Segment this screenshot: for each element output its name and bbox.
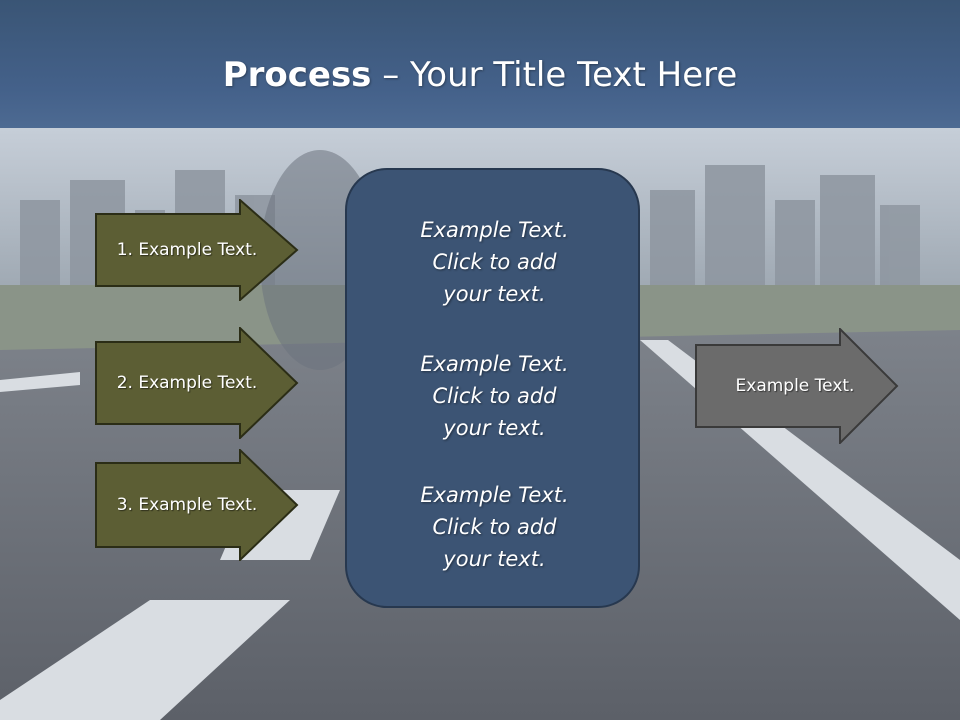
center-text-block-2[interactable]: Example Text. Click to add your text.	[347, 348, 642, 444]
step-arrow-shape	[95, 449, 299, 561]
step-label: 2. Example Text.	[116, 373, 258, 393]
slide-title[interactable]: Process – Your Title Text Here	[0, 52, 960, 98]
step-arrow-3[interactable]: 3. Example Text.	[95, 449, 299, 561]
step-arrow-2[interactable]: 2. Example Text.	[95, 327, 299, 439]
center-text-line: Example Text.	[420, 483, 569, 507]
result-label: Example Text.	[735, 376, 855, 396]
step-arrow-shape	[95, 327, 299, 439]
step-label: 1. Example Text.	[116, 240, 258, 260]
step-label: 3. Example Text.	[116, 495, 258, 515]
center-text-block-1[interactable]: Example Text. Click to add your text.	[347, 214, 642, 310]
center-text-line: your text.	[443, 282, 546, 306]
step-arrow-1[interactable]: 1. Example Text.	[95, 199, 299, 301]
center-text-block-3[interactable]: Example Text. Click to add your text.	[347, 479, 642, 575]
center-text-box[interactable]: Example Text. Click to add your text. Ex…	[345, 168, 640, 608]
center-text-line: Example Text.	[420, 218, 569, 242]
title-rest: – Your Title Text Here	[371, 55, 738, 95]
center-text-line: your text.	[443, 416, 546, 440]
result-arrow-shape	[695, 326, 899, 446]
result-arrow[interactable]: Example Text.	[695, 326, 899, 446]
title-bold: Process	[222, 55, 372, 95]
title-bar	[0, 0, 960, 128]
center-text-line: Click to add	[432, 384, 557, 408]
center-text-line: Click to add	[432, 250, 557, 274]
center-text-line: Click to add	[432, 515, 557, 539]
step-arrow-shape	[95, 199, 299, 301]
center-text-line: your text.	[443, 547, 546, 571]
center-text-line: Example Text.	[420, 352, 569, 376]
